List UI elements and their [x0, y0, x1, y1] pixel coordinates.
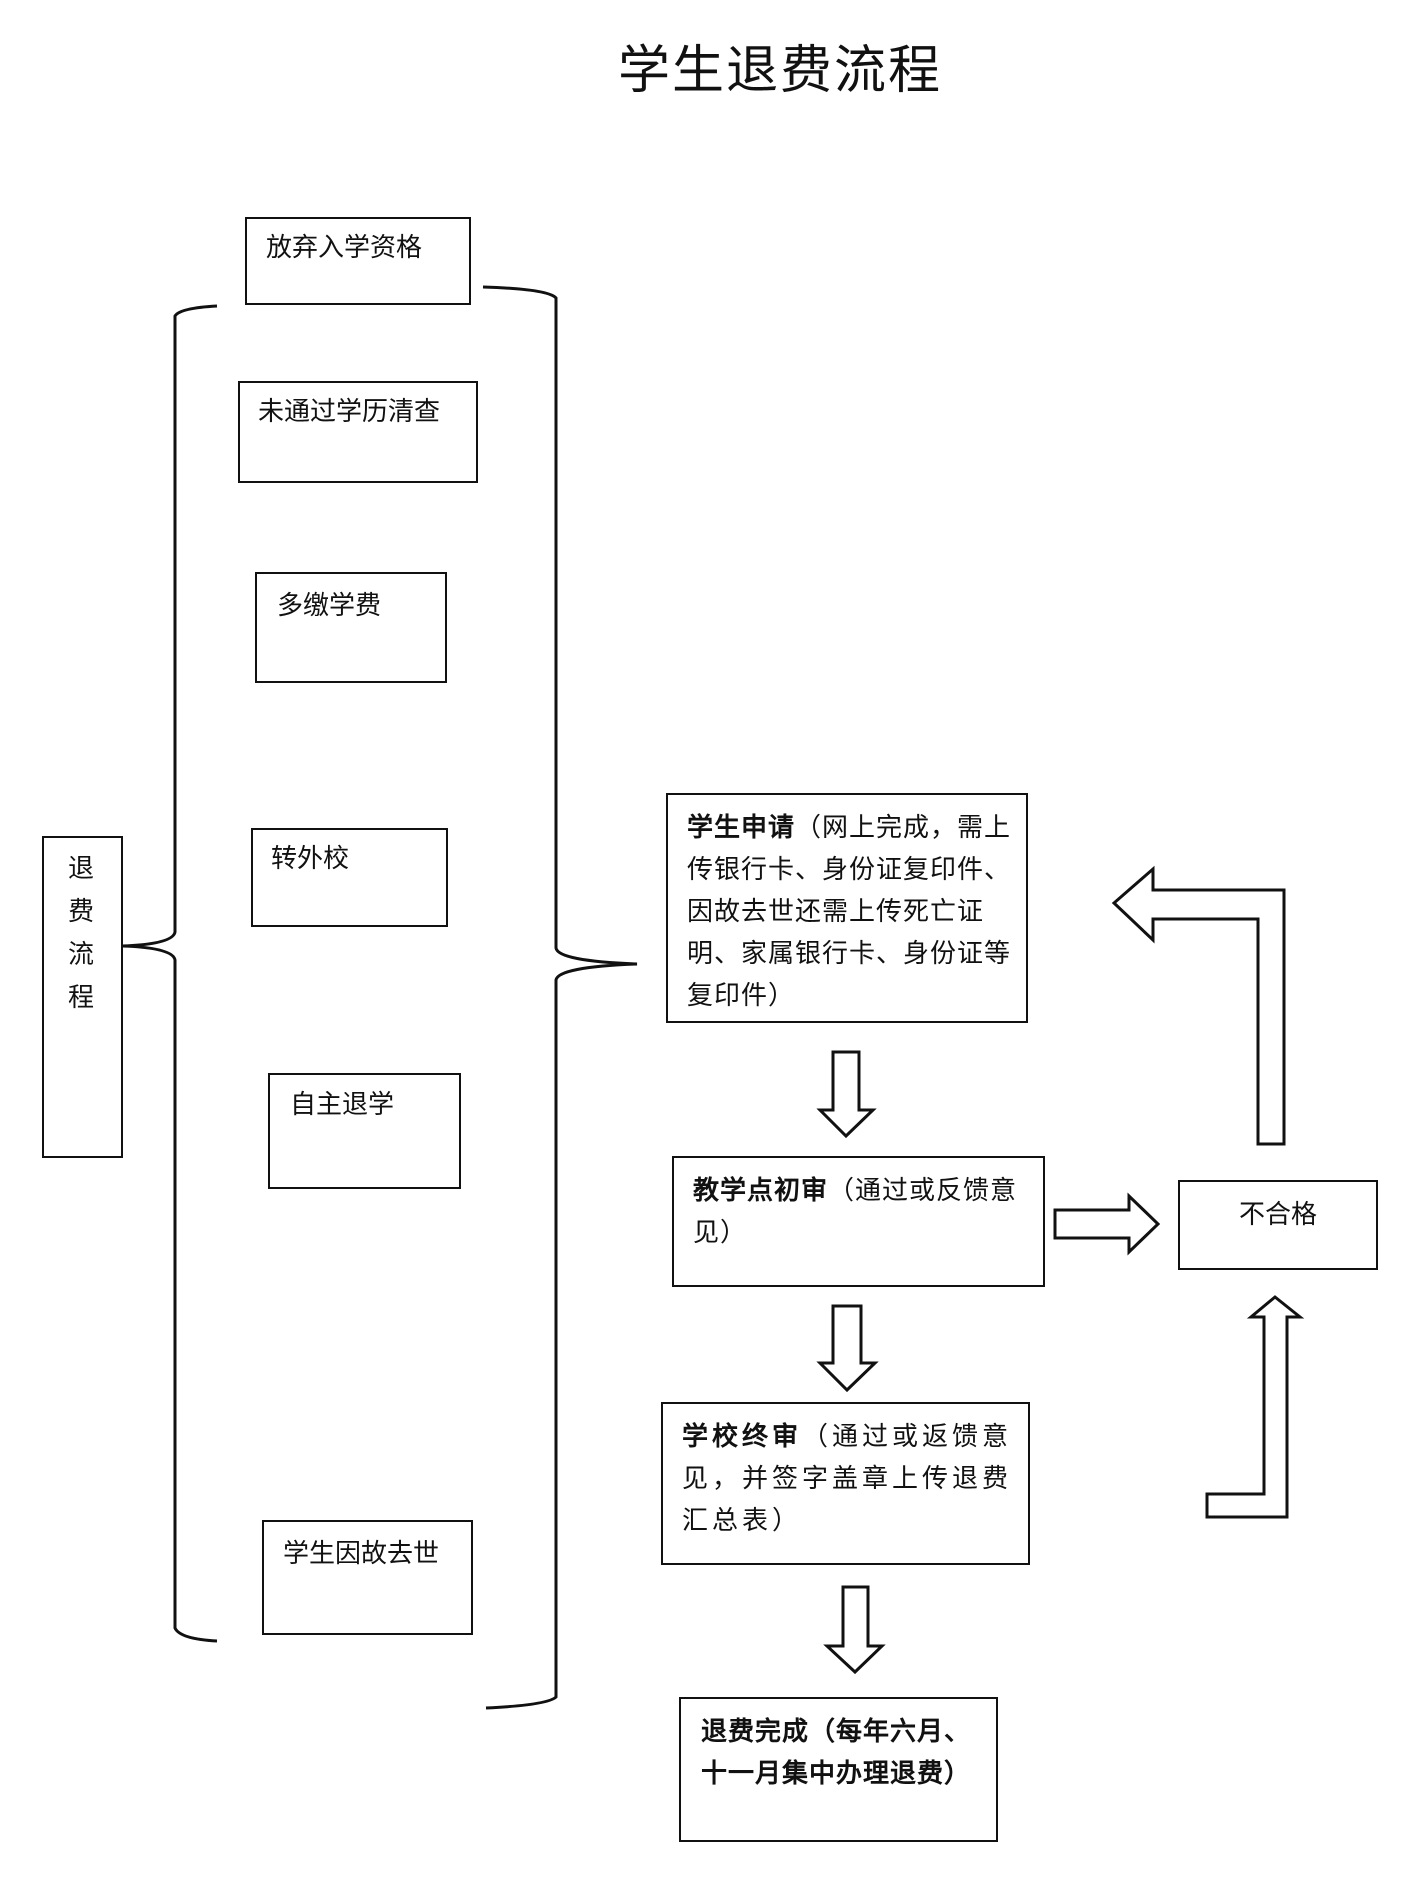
reason-label: 放弃入学资格	[266, 233, 423, 263]
arrow-down-icon	[816, 1304, 879, 1393]
reason-label: 未通过学历清查	[258, 397, 441, 427]
step-detail: （通过或反馈意见）	[693, 1176, 1018, 1248]
page-title: 学生退费流程	[618, 41, 943, 101]
arrow-right-icon	[1053, 1192, 1161, 1256]
step-title: 退费完成（每年六月、十一月集中办理退费）	[701, 1717, 972, 1789]
step-text: 退费完成（每年六月、十一月集中办理退费）	[701, 1711, 987, 1795]
reason-box-voluntary-withdrawal: 自主退学	[268, 1073, 461, 1189]
bent-arrow-up-icon	[1205, 1295, 1305, 1519]
root-box: 退费流程	[42, 836, 123, 1158]
bent-arrow-left-icon	[1111, 865, 1286, 1146]
reason-label: 多缴学费	[277, 591, 382, 621]
left-brace-connector	[122, 304, 218, 1643]
step-box-final-review: 学校终审（通过或返馈意见，并签字盖章上传退费汇总表）	[661, 1402, 1030, 1565]
reason-label: 学生因故去世	[283, 1539, 440, 1569]
step-detail: （网上完成，需上传银行卡、身份证复印件、因故去世还需上传死亡证明、家属银行卡、身…	[687, 813, 1012, 1011]
step-text: 学生申请（网上完成，需上传银行卡、身份证复印件、因故去世还需上传死亡证明、家属银…	[687, 807, 1017, 1017]
step-box-initial-review: 教学点初审（通过或反馈意见）	[672, 1156, 1045, 1287]
reason-box-overpaid: 多缴学费	[255, 572, 447, 683]
reject-label: 不合格	[1239, 1200, 1318, 1230]
step-text: 教学点初审（通过或反馈意见）	[693, 1170, 1033, 1254]
step-box-student-application: 学生申请（网上完成，需上传银行卡、身份证复印件、因故去世还需上传死亡证明、家属银…	[666, 793, 1028, 1023]
step-detail: （通过或返馈意见，并签字盖章上传退费汇总表）	[682, 1422, 1013, 1536]
reason-box-abandon-admission: 放弃入学资格	[245, 217, 471, 305]
step-text: 学校终审（通过或返馈意见，并签字盖章上传退费汇总表）	[682, 1416, 1022, 1542]
arrow-down-icon	[816, 1050, 877, 1139]
reason-box-transfer: 转外校	[251, 828, 448, 927]
reason-label: 转外校	[271, 844, 350, 874]
step-title: 学生申请	[687, 813, 796, 843]
step-title: 教学点初审	[693, 1176, 829, 1206]
step-title: 学校终审	[682, 1422, 803, 1452]
reason-box-deceased: 学生因故去世	[262, 1520, 473, 1635]
reject-box: 不合格	[1178, 1180, 1378, 1270]
root-label: 退费流程	[68, 854, 95, 1013]
right-brace-connector	[482, 285, 638, 1710]
step-box-refund-complete: 退费完成（每年六月、十一月集中办理退费）	[679, 1697, 998, 1842]
reason-box-failed-check: 未通过学历清查	[238, 381, 478, 483]
arrow-down-icon	[823, 1585, 886, 1675]
reason-label: 自主退学	[290, 1090, 395, 1120]
